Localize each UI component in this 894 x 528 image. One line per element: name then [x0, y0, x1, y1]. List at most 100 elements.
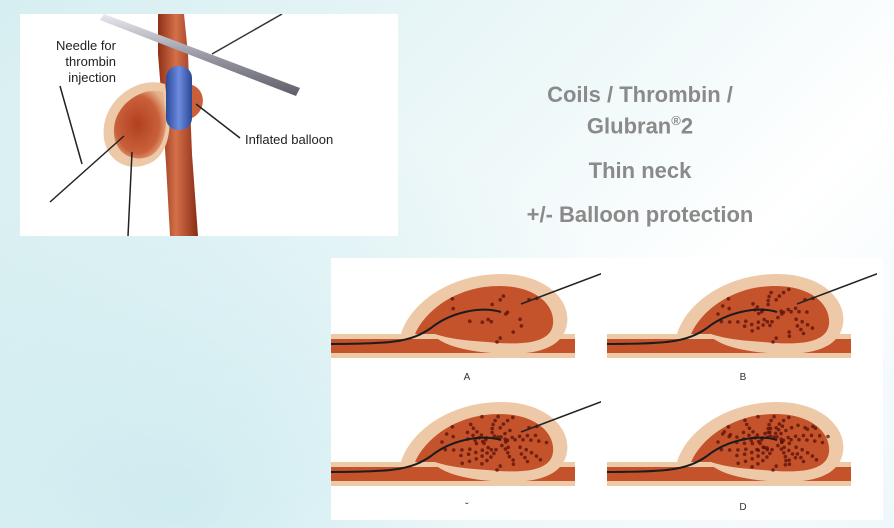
panel-letter-a: A: [457, 372, 477, 383]
thrombus-dot: [539, 458, 543, 462]
wire-line: [212, 14, 282, 54]
thrombus-dot: [779, 432, 783, 436]
thrombus-dot: [794, 317, 798, 321]
thrombus-dot: [826, 435, 830, 439]
thrombus-dot: [799, 328, 803, 332]
balloon-shape: [166, 66, 192, 130]
thrombus-dot: [805, 438, 809, 442]
thrombus-dot: [490, 427, 494, 431]
thrombus-dot: [761, 459, 765, 463]
thrombus-dot: [787, 458, 791, 462]
thrombus-dot: [761, 323, 765, 327]
thrombus-dot: [440, 440, 444, 444]
thrombus-dot: [494, 448, 498, 452]
thrombus-dot: [778, 294, 782, 298]
thrombus-dot: [469, 423, 473, 427]
thrombus-dot: [787, 330, 791, 334]
thrombus-dot: [493, 419, 497, 423]
thrombus-dot: [787, 449, 791, 453]
thrombus-dot: [736, 320, 740, 324]
thrombus-dot: [796, 324, 800, 328]
thrombus-dot: [802, 460, 806, 464]
thrombus-dot: [445, 432, 449, 436]
thrombus-dot: [727, 307, 731, 311]
thrombus-dot: [788, 462, 792, 466]
thrombus-dot: [751, 302, 755, 306]
thrombus-dot: [747, 434, 751, 438]
thrombus-dot: [495, 340, 499, 344]
thrombus-dot: [777, 428, 781, 432]
thrombus-dot: [784, 463, 788, 467]
thrombus-dot: [796, 424, 800, 428]
thrombus-dot: [518, 435, 522, 439]
thrombus-dot: [495, 468, 499, 472]
thrombus-dot: [802, 332, 806, 336]
thrombus-dot: [790, 426, 794, 430]
thrombus-dot: [750, 465, 754, 469]
thrombus-dot: [779, 309, 783, 313]
thrombus-dot: [716, 312, 720, 316]
thrombus-dot: [512, 462, 516, 466]
thrombus-dot: [769, 419, 773, 423]
thrombus-dot: [787, 288, 791, 292]
thrombus-dot: [482, 442, 486, 446]
panel-a-drawing: [331, 262, 601, 372]
thrombus-dot: [728, 320, 732, 324]
thrombus-dot: [786, 308, 790, 312]
thrombus-dot: [452, 448, 456, 452]
thrombus-dot: [769, 427, 773, 431]
thrombus-dot: [466, 431, 470, 435]
thrombus-dot: [743, 452, 747, 456]
thrombus-dot: [782, 291, 786, 295]
thrombus-dot: [744, 460, 748, 464]
thrombus-dot: [745, 423, 749, 427]
thrombus-dot: [751, 430, 755, 434]
thrombus-dot: [735, 435, 739, 439]
thrombus-dot: [451, 307, 455, 311]
thrombus-dot: [784, 455, 788, 459]
thrombus-dot: [794, 435, 798, 439]
thrombus-dot: [811, 326, 815, 330]
thrombus-dot: [468, 460, 472, 464]
title-line2: Glubran®2: [460, 108, 820, 139]
thrombus-dot: [791, 452, 795, 456]
thrombus-dot: [498, 336, 502, 340]
thrombus-dot: [765, 455, 769, 459]
thrombus-dot: [520, 452, 524, 456]
subtitle-thin-neck: Thin neck: [460, 158, 820, 184]
panel-letter-b: B: [733, 372, 753, 383]
title-line2-suffix: 2: [681, 113, 693, 138]
thrombus-dot: [506, 419, 510, 423]
thrombus-dot: [757, 320, 761, 324]
thrombus-dot: [511, 330, 515, 334]
balloon-leader: [196, 104, 240, 138]
thrombus-dot: [474, 451, 478, 455]
thrombus-dot: [498, 426, 502, 430]
thrombus-dot: [742, 431, 746, 435]
thrombus-dot: [503, 437, 507, 441]
panel-letter-d: D: [733, 502, 753, 513]
thrombus-dot: [761, 451, 765, 455]
thrombus-dot: [529, 438, 533, 442]
thrombus-dot: [761, 445, 765, 449]
panel-d: [607, 390, 877, 516]
thrombus-dot: [499, 435, 503, 439]
thrombus-dot: [784, 459, 788, 463]
thrombus-dot: [818, 434, 822, 438]
thrombus-dot: [772, 415, 776, 419]
thrombus-dot: [756, 415, 760, 419]
thrombus-dot: [490, 303, 494, 307]
thrombus-dot: [480, 454, 484, 458]
thrombus-dot: [800, 320, 804, 324]
thrombus-dot: [780, 441, 784, 445]
needle-label-line1: Needle for: [28, 38, 116, 54]
thrombus-dot: [472, 426, 476, 430]
thrombus-dot: [727, 297, 731, 301]
thrombus-dot: [480, 462, 484, 466]
thrombus-dot: [767, 423, 771, 427]
needle-label: Needle for thrombin injection: [28, 38, 116, 86]
thrombus-dot: [766, 303, 770, 307]
thrombus-dot: [534, 434, 538, 438]
thrombus-dot: [721, 304, 725, 308]
thrombus-dot: [806, 451, 810, 455]
